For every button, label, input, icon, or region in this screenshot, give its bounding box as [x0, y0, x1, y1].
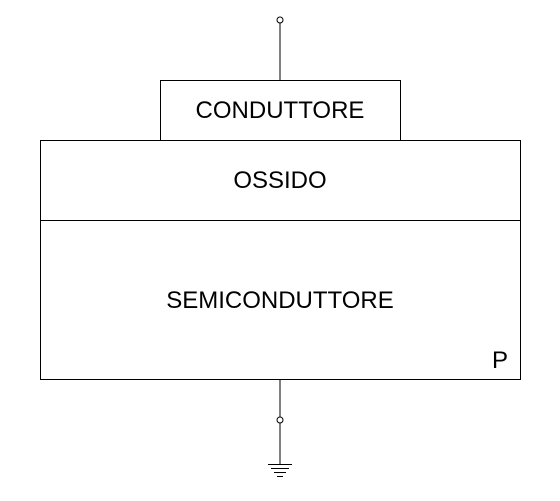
oxide-label: OSSIDO	[233, 167, 326, 194]
conductor-label: CONDUTTORE	[196, 97, 365, 124]
body-terminal	[276, 416, 284, 424]
ground-icon	[268, 464, 292, 477]
gate-terminal	[276, 16, 284, 24]
oxide-layer	[40, 140, 521, 221]
semiconductor-layer	[40, 220, 521, 380]
doping-type-label: P	[492, 347, 508, 374]
semiconductor-label: SEMICONDUTTORE	[166, 287, 394, 314]
